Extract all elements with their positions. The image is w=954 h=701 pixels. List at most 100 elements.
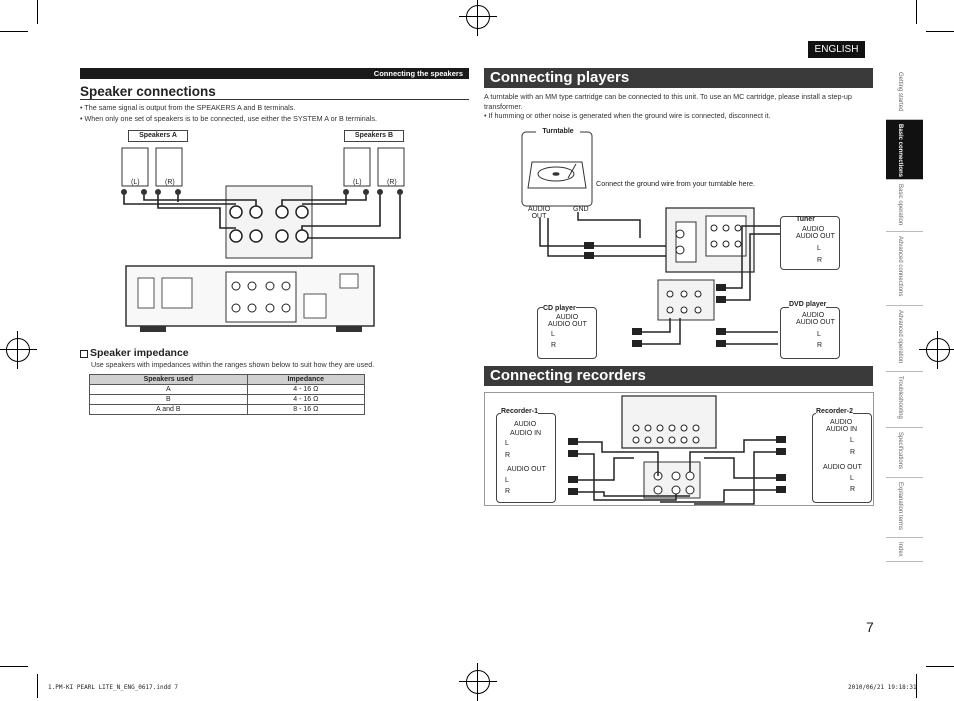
table-cell: A and B — [89, 404, 248, 415]
recorder2-out-r: R — [850, 486, 856, 493]
speaker-icon — [121, 147, 405, 187]
speaker-connection-diagram — [121, 147, 405, 332]
tuner-label: Tuner — [796, 216, 815, 223]
table-row: A and B 8 - 16 Ω — [89, 404, 366, 415]
crop-mark-tr-h — [926, 31, 954, 32]
speaker-impedance-note: Use speakers with impedances within the … — [91, 360, 375, 369]
recorder1-audio: AUDIO — [514, 421, 537, 428]
recorder1-audio-out: AUDIO OUT — [507, 466, 546, 473]
players-ground-note: • If humming or other noise is generated… — [484, 111, 771, 120]
speaker-a-right-channel: (R) — [165, 179, 175, 186]
recorder1-in-l: L — [505, 440, 509, 447]
cd-audio-out: AUDIO OUT — [548, 321, 587, 328]
crop-mark-tr-v — [916, 0, 917, 24]
turntable-icon — [527, 161, 587, 189]
cd-r: R — [551, 342, 557, 349]
impedance-table: Speakers used Impedance A 4 - 16 Ω B 4 -… — [89, 374, 366, 415]
speaker-a-left-channel: (L) — [131, 179, 140, 186]
recorder2-box — [812, 413, 872, 503]
cd-player-label: CD player — [543, 305, 576, 312]
registration-mark-top — [459, 0, 497, 36]
tab-label: Index — [897, 542, 903, 557]
speaker-connections-title: Speaker connections — [80, 84, 216, 99]
dvd-l: L — [817, 331, 821, 338]
turntable-audio-out: AUDIO OUT — [528, 206, 551, 220]
page-number: 7 — [866, 619, 874, 635]
recorder1-audio-in: AUDIO IN — [510, 430, 542, 437]
table-header: Impedance — [246, 374, 366, 385]
registration-mark-right — [919, 331, 954, 369]
speakers-b-label: Speakers B — [344, 130, 404, 142]
turntable-gnd: GND — [573, 206, 589, 213]
ground-wire-note: Connect the ground wire from your turnta… — [596, 179, 756, 188]
bullet-2: • When only one set of speakers is to be… — [80, 114, 377, 123]
table-cell: B — [89, 394, 248, 405]
recorder2-label: Recorder-2 — [816, 408, 853, 415]
tuner-audio: AUDIO — [802, 226, 825, 233]
recorder2-in-r: R — [850, 449, 856, 456]
table-cell: 4 - 16 Ω — [246, 394, 366, 405]
tab-label: Getting started — [897, 72, 903, 112]
recorder2-out-l: L — [850, 475, 854, 482]
crop-mark-tl-v — [37, 0, 38, 24]
crop-mark-br-v — [916, 674, 917, 698]
speaker-b-right-channel: (R) — [387, 179, 397, 186]
dvd-audio-out: AUDIO OUT — [796, 319, 835, 326]
players-intro-text: A turntable with an MM type cartridge ca… — [484, 92, 852, 111]
recorder2-audio: AUDIO — [830, 419, 853, 426]
registration-mark-left — [0, 331, 37, 369]
recorder1-out-r: R — [505, 488, 511, 495]
tab-troubleshooting[interactable]: Troubleshooting — [886, 372, 923, 428]
connecting-recorders-title: Connecting recorders — [484, 366, 873, 386]
footer-timestamp: 2010/06/21 19:18:31 — [848, 684, 917, 691]
cd-audio: AUDIO — [556, 314, 579, 321]
table-cell: 4 - 16 Ω — [246, 384, 366, 395]
tab-label: Advanced operation — [897, 310, 903, 364]
recorder2-audio-in: AUDIO IN — [826, 426, 858, 433]
tuner-r: R — [817, 257, 823, 264]
recorder1-in-r: R — [505, 452, 511, 459]
tab-label: Explanation terms — [897, 482, 903, 531]
speaker-impedance-title: Speaker impedance — [90, 347, 189, 359]
dvd-r: R — [817, 342, 823, 349]
language-label: ENGLISH — [808, 41, 865, 58]
tab-label: Basic connections — [897, 124, 903, 178]
tab-advanced-operation[interactable]: Advanced operation — [886, 306, 923, 372]
recorder2-audio-out: AUDIO OUT — [823, 464, 862, 471]
dvd-player-box — [780, 307, 840, 359]
tab-label: Troubleshooting — [897, 376, 903, 419]
recorder1-out-l: L — [505, 477, 509, 484]
table-header: Speakers used — [89, 374, 248, 385]
tab-getting-started[interactable]: Getting started — [886, 68, 923, 120]
connecting-players-title: Connecting players — [484, 68, 873, 88]
tab-explanation-terms[interactable]: Explanation terms — [886, 478, 923, 538]
crop-mark-br-h — [926, 666, 954, 667]
cd-l: L — [551, 331, 555, 338]
section-strip: Connecting the speakers — [80, 68, 469, 79]
dvd-audio: AUDIO — [802, 312, 825, 319]
tuner-audio-out: AUDIO OUT — [796, 233, 835, 240]
tab-specifications[interactable]: Specifications — [886, 428, 923, 478]
turntable-label: Turntable — [536, 127, 580, 137]
crop-mark-bl-v — [37, 674, 38, 698]
speaker-b-left-channel: (L) — [353, 179, 362, 186]
recorder2-in-l: L — [850, 437, 854, 444]
tab-index[interactable]: Index — [886, 538, 923, 562]
table-cell: A — [89, 384, 248, 395]
table-row: A 4 - 16 Ω — [89, 384, 366, 395]
players-diagram — [521, 131, 780, 347]
tab-label: Basic operation — [897, 184, 903, 226]
tab-label: Advanced connections — [897, 236, 903, 297]
tab-advanced-connections[interactable]: Advanced connections — [886, 232, 923, 306]
bullet-1: • The same signal is output from the SPE… — [80, 103, 296, 112]
tab-basic-connections[interactable]: Basic connections — [886, 120, 923, 180]
tab-basic-operation[interactable]: Basic operation — [886, 180, 923, 232]
table-row: B 4 - 16 Ω — [89, 394, 366, 405]
speakers-a-label: Speakers A — [128, 130, 188, 142]
registration-mark-bottom — [459, 663, 497, 701]
crop-mark-tl-h — [0, 31, 28, 32]
tab-label: Specifications — [897, 432, 903, 470]
tuner-l: L — [817, 245, 821, 252]
dvd-player-label: DVD player — [789, 301, 827, 308]
tuner-box — [780, 216, 840, 270]
